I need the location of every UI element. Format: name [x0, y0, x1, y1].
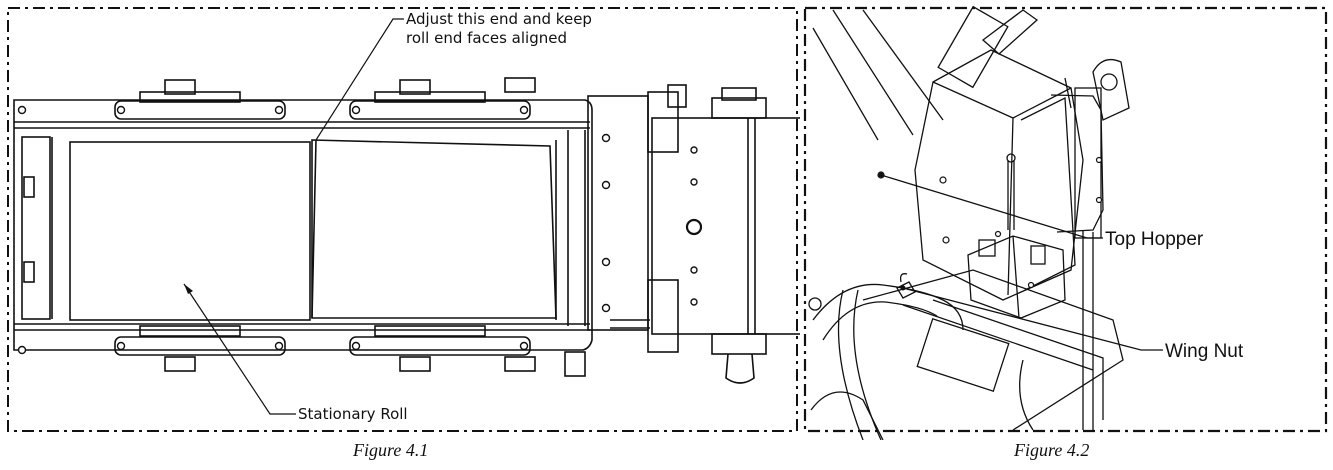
figure-4-2-panel: Top Hopper Wing Nut	[803, 0, 1333, 440]
figure-4-1-panel: Adjust this end and keep roll end faces …	[7, 7, 800, 432]
adjust-leader-line	[315, 18, 404, 141]
bottom-bracket-left	[114, 336, 286, 356]
motor-shaft	[685, 218, 703, 236]
adjust-callout-line1: Adjust this end and keep	[406, 10, 592, 28]
top-hopper	[914, 49, 1084, 301]
motor-body	[651, 117, 800, 335]
bottom-bracket-right	[349, 336, 531, 356]
figure-4-1-caption: Figure 4.1	[353, 440, 429, 460]
stationary-roll-leader-line	[183, 283, 296, 415]
figure-4-1-border	[7, 7, 798, 432]
top-bracket-right	[349, 100, 531, 120]
stationary-roll-callout: Stationary Roll	[298, 405, 408, 423]
stationary-roll-arrowhead	[184, 284, 193, 294]
frame-outline	[13, 99, 593, 351]
top-bracket-left	[114, 100, 286, 120]
stationary-roll	[69, 141, 311, 321]
wing-nut-leader-line	[902, 287, 1163, 351]
adjustable-roll	[311, 139, 557, 319]
figure-4-2-caption: Figure 4.2	[1014, 440, 1090, 460]
roller-assembly-drawing: Adjust this end and keep roll end faces …	[7, 7, 800, 432]
figure-4-2-border	[803, 6, 1328, 433]
top-hopper-leader-line	[880, 174, 1103, 239]
wing-nut	[896, 281, 916, 299]
drive-housing	[587, 95, 649, 331]
top-hopper-callout: Top Hopper	[1105, 229, 1204, 250]
wing-nut-callout: Wing Nut	[1165, 341, 1244, 362]
hopper-assembly-drawing: Top Hopper Wing Nut	[803, 5, 1328, 440]
adjust-callout-line2: roll end faces aligned	[406, 29, 567, 47]
left-end-plate	[21, 136, 51, 320]
